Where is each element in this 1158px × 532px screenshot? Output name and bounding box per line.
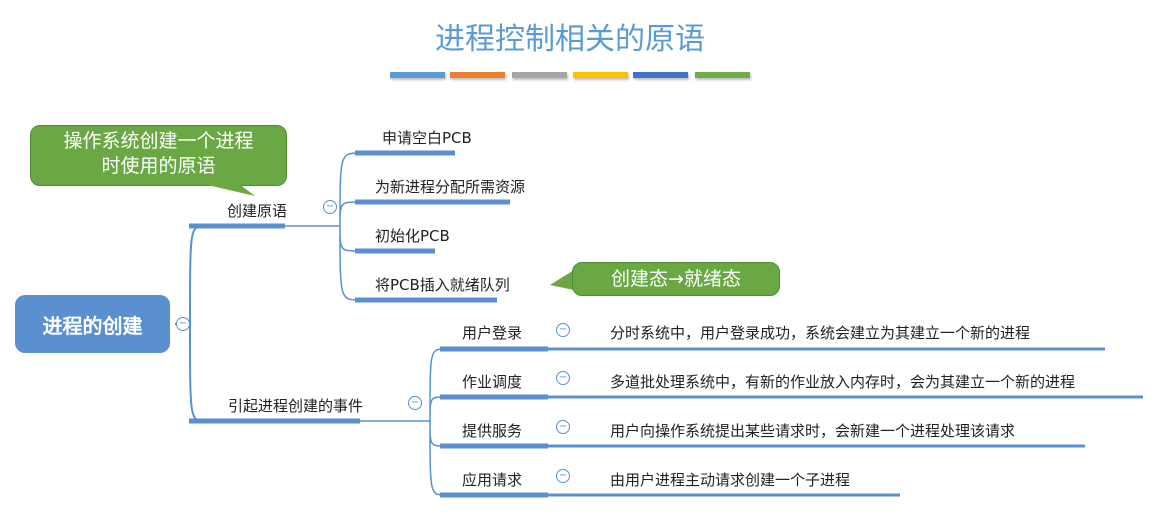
color-bar (450, 72, 505, 78)
node-item[interactable]: 作业调度 (462, 373, 523, 391)
page-title: 进程控制相关的原语 (435, 22, 705, 57)
node-item[interactable]: 初始化PCB (375, 227, 450, 245)
collapse-icon[interactable]: − (556, 469, 570, 483)
node-item[interactable]: 为新进程分配所需资源 (375, 178, 526, 196)
root-node[interactable]: 进程的创建 (15, 295, 170, 353)
collapse-icon[interactable]: − (408, 396, 422, 410)
color-bar (695, 72, 750, 78)
branch-creation-events[interactable]: 引起进程创建的事件 (228, 397, 364, 415)
collapse-icon[interactable]: − (176, 317, 190, 331)
collapse-icon[interactable]: − (556, 371, 570, 385)
node-detail[interactable]: 由用户进程主动请求创建一个子进程 (610, 471, 851, 489)
node-item[interactable]: 将PCB插入就绪队列 (375, 276, 510, 294)
node-detail[interactable]: 多道批处理系统中，有新的作业放入内存时，会为其建立一个新的进程 (610, 373, 1076, 391)
node-item[interactable]: 用户登录 (462, 324, 523, 342)
color-bar (512, 72, 567, 78)
node-detail[interactable]: 分时系统中，用户登录成功，系统会建立为其建立一个新的进程 (610, 324, 1031, 342)
callout-line: 时使用的原语 (101, 155, 216, 177)
callout-line: 操作系统创建一个进程 (63, 130, 254, 152)
node-item[interactable]: 应用请求 (462, 471, 523, 489)
collapse-icon[interactable]: − (556, 323, 570, 337)
collapse-icon[interactable]: − (556, 420, 570, 434)
collapse-icon[interactable]: − (323, 200, 337, 214)
color-bar (573, 72, 628, 78)
callout-state: 创建态→就绪态 (572, 262, 780, 296)
node-item[interactable]: 申请空白PCB (382, 129, 472, 147)
node-item[interactable]: 提供服务 (462, 422, 523, 440)
node-detail[interactable]: 用户向操作系统提出某些请求时，会新建一个进程处理该请求 (610, 422, 1016, 440)
color-bar (390, 72, 445, 78)
branch-create-primitive[interactable]: 创建原语 (227, 202, 288, 220)
callout-create-primitive: 操作系统创建一个进程 时使用的原语 (30, 125, 287, 186)
color-bar (633, 72, 688, 78)
